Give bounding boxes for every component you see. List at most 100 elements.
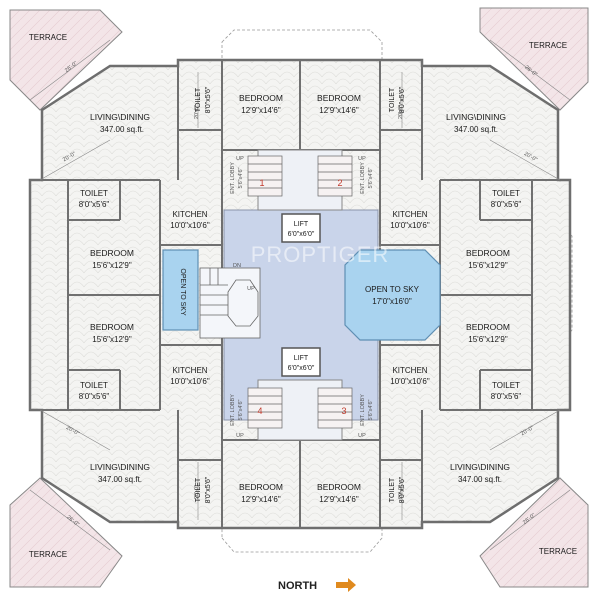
terrace-label-br: TERRACE [539, 547, 577, 556]
room-name: TOILET [80, 381, 108, 390]
lobby-name: ENT. LOBBY [230, 394, 236, 426]
lobby-size: 5'6"x4'6" [368, 399, 374, 420]
open-sky-name: OPEN TO SKY [365, 285, 420, 294]
north-arrow-icon [336, 578, 356, 592]
open-sky-name: OPEN TO SKY [179, 268, 186, 316]
lift-name: LIFT [294, 355, 309, 362]
room-size: 12'9"x14'6" [241, 106, 281, 115]
room-size: 12'9"x14'6" [319, 106, 359, 115]
flat-number-1: 1 [259, 178, 264, 188]
stair-up-2: UP [358, 156, 366, 162]
room-area: 347.00 sq.ft. [454, 125, 498, 134]
room-size: 15'6"x12'9" [468, 261, 508, 270]
bedroom-top-right: BEDROOM 12'9"x14'6" [317, 93, 361, 115]
room-name: TOILET [389, 87, 396, 112]
room-size: 8'0"x5'6" [205, 86, 212, 113]
room-name: BEDROOM [239, 482, 283, 492]
room-name: LIVING\DINING [446, 112, 506, 122]
room-name: BEDROOM [317, 482, 361, 492]
room-name: BEDROOM [466, 322, 510, 332]
bedroom-top-left: BEDROOM 12'9"x14'6" [239, 93, 283, 115]
stair-up-4: UP [236, 433, 244, 439]
dim-text: 20'-0" [194, 485, 200, 499]
terrace-label-tl: TERRACE [29, 33, 67, 42]
room-name: TOILET [80, 189, 108, 198]
stair-dn: DN [233, 263, 241, 269]
room-name: BEDROOM [90, 248, 134, 258]
terrace-label-bl: TERRACE [29, 550, 67, 559]
lift-top-label: LIFT 6'0"x6'0" [288, 221, 315, 238]
room-name: TOILET [492, 381, 520, 390]
room-size: 10'0"x10'6" [390, 221, 430, 230]
room-size: 10'0"x10'6" [170, 377, 210, 386]
toilet-left-lower: TOILET 8'0"x5'6" [79, 381, 110, 401]
kitchen-right-lower: KITCHEN 10'0"x10'6" [390, 366, 430, 386]
flat-number-2: 2 [337, 178, 342, 188]
room-area: 347.00 sq.ft. [458, 475, 502, 484]
toilet-top-left: TOILET 8'0"x5'6" [195, 86, 212, 113]
room-area: 347.00 sq.ft. [100, 125, 144, 134]
lobby-name: ENT. LOBBY [360, 394, 366, 426]
room-size: 8'0"x5'6" [491, 392, 522, 401]
room-size: 8'0"x5'6" [205, 476, 212, 503]
room-name: KITCHEN [392, 366, 427, 375]
room-area: 347.00 sq.ft. [98, 475, 142, 484]
dim-text: 20'-0" [194, 105, 200, 119]
interior-walls [42, 60, 558, 528]
lift-name: LIFT [294, 221, 309, 228]
north-indicator: NORTH [278, 578, 356, 592]
ent-lobby-4: ENT. LOBBY 5'6"x4'6" [230, 394, 244, 426]
room-name: TOILET [195, 477, 202, 502]
ent-lobby-3: ENT. LOBBY 5'6"x4'6" [360, 394, 374, 426]
lobby-name: ENT. LOBBY [230, 162, 236, 194]
room-size: 8'0"x5'6" [399, 86, 406, 113]
stair-core [199, 267, 261, 339]
lift-bottom-label: LIFT 6'0"x6'0" [288, 355, 315, 372]
bedroom-bottom-right: BEDROOM 12'9"x14'6" [317, 482, 361, 504]
room-size: 8'0"x5'6" [399, 476, 406, 503]
toilet-right-upper: TOILET 8'0"x5'6" [491, 189, 522, 209]
room-name: KITCHEN [172, 366, 207, 375]
living-bl: LIVING\DINING 347.00 sq.ft. [90, 462, 150, 484]
room-name: BEDROOM [317, 93, 361, 103]
open-sky-main: OPEN TO SKY 17'0"x16'0" [365, 285, 420, 306]
dimension-lines [29, 39, 571, 551]
room-name: BEDROOM [90, 322, 134, 332]
lift-top [281, 213, 321, 243]
room-size: 15'6"x12'9" [92, 261, 132, 270]
lobby-size: 5'6"x4'6" [368, 167, 374, 188]
living-tr: LIVING\DINING 347.00 sq.ft. [446, 112, 506, 134]
open-sky-main-shape [344, 249, 441, 341]
toilet-right-lower: TOILET 8'0"x5'6" [491, 381, 522, 401]
open-sky-size: 17'0"x16'0" [372, 297, 412, 306]
room-size: 15'6"x12'9" [92, 335, 132, 344]
living-br: LIVING\DINING 347.00 sq.ft. [450, 462, 510, 484]
lobby-size: 5'6"x4'6" [238, 399, 244, 420]
room-size: 12'9"x14'6" [319, 495, 359, 504]
bedroom-right-upper: BEDROOM 15'6"x12'9" [466, 248, 510, 270]
toilet-bottom-left: TOILET 8'0"x5'6" [195, 476, 212, 503]
ent-lobby-2: ENT. LOBBY 5'6"x4'6" [360, 162, 374, 194]
room-name: LIVING\DINING [450, 462, 510, 472]
open-sky-side: OPEN TO SKY [179, 268, 186, 316]
open-sky-side-shape [162, 249, 199, 331]
room-name: BEDROOM [239, 93, 283, 103]
stair-up-3: UP [358, 433, 366, 439]
room-size: 15'6"x12'9" [468, 335, 508, 344]
room-size: 8'0"x5'6" [79, 392, 110, 401]
lift-size: 6'0"x6'0" [288, 231, 315, 238]
room-name: KITCHEN [172, 210, 207, 219]
bedroom-left-upper: BEDROOM 15'6"x12'9" [90, 248, 134, 270]
room-size: 10'0"x10'6" [390, 377, 430, 386]
lift-size: 6'0"x6'0" [288, 365, 315, 372]
kitchen-left-upper: KITCHEN 10'0"x10'6" [170, 210, 210, 230]
room-name: TOILET [195, 87, 202, 112]
room-size: 8'0"x5'6" [79, 200, 110, 209]
toilet-left-upper: TOILET 8'0"x5'6" [79, 189, 110, 209]
living-tl: LIVING\DINING 347.00 sq.ft. [90, 112, 150, 134]
flat-stairs [247, 155, 353, 429]
north-label: NORTH [278, 580, 317, 592]
bedroom-right-lower: BEDROOM 15'6"x12'9" [466, 322, 510, 344]
dim-text: 20'-0" [398, 485, 404, 499]
terraces [9, 7, 589, 588]
